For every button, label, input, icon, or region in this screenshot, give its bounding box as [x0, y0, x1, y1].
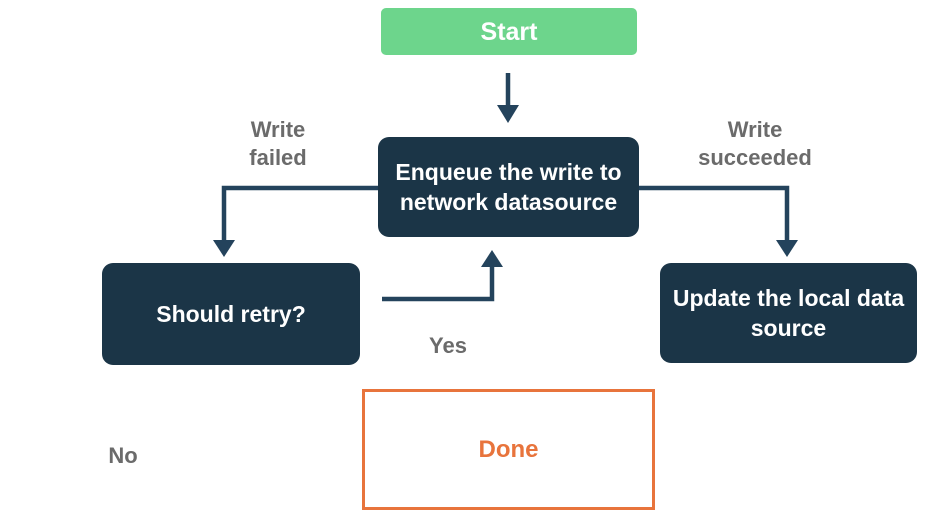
- arrow-enqueue-to-should-retry: [213, 185, 378, 257]
- node-start-label: Start: [480, 17, 538, 46]
- node-should-retry: Should retry?: [102, 263, 360, 365]
- node-start: Start: [381, 8, 637, 55]
- node-done: Done: [362, 389, 655, 510]
- arrow-start-to-enqueue: [497, 73, 519, 123]
- edge-label-no: No: [108, 443, 138, 468]
- edge-label-write-failed: Write failed: [249, 117, 307, 170]
- arrow-should-retry-to-enqueue: [382, 250, 503, 302]
- edge-label-yes: Yes: [429, 333, 467, 358]
- node-enqueue-write: Enqueue the write to network datasource: [378, 137, 639, 237]
- node-enqueue-write-label: Enqueue the write to network datasource: [395, 159, 622, 215]
- node-should-retry-label: Should retry?: [156, 301, 306, 327]
- node-update-local-source: Update the local data source: [660, 263, 917, 363]
- edge-label-write-succeeded: Write succeeded: [698, 117, 812, 170]
- node-update-local-source-label: Update the local data source: [672, 285, 905, 341]
- node-done-label: Done: [478, 435, 539, 463]
- arrow-enqueue-to-update-local: [639, 185, 798, 257]
